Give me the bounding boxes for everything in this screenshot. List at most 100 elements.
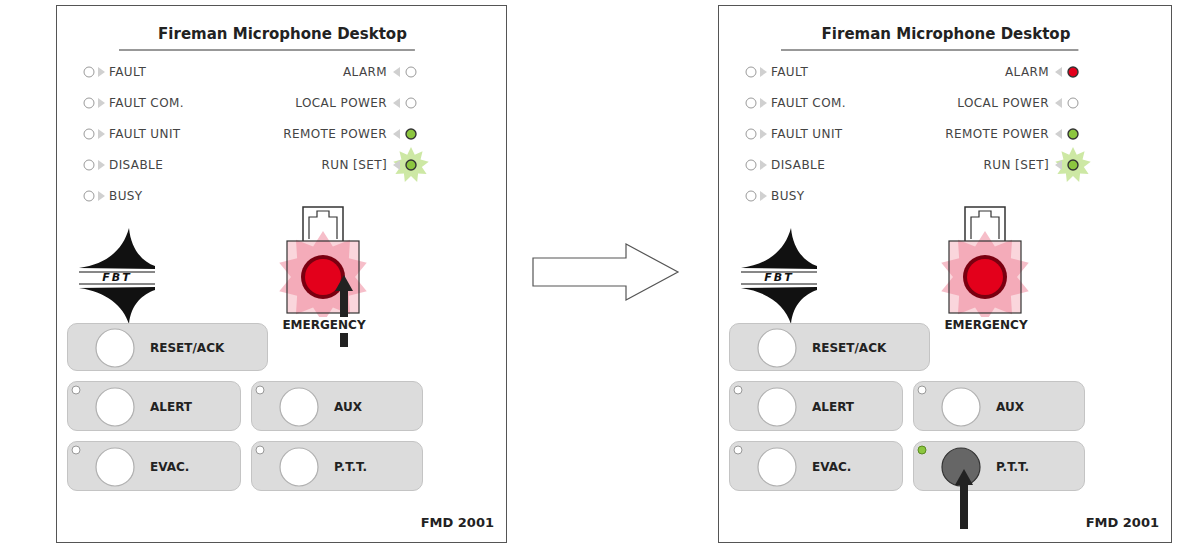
status-led xyxy=(406,129,416,139)
indicator-label: RUN [SET] xyxy=(984,157,1049,173)
push-button xyxy=(96,329,134,367)
status-led xyxy=(1068,129,1078,139)
led-pointer xyxy=(760,67,767,77)
status-led xyxy=(1068,67,1078,77)
emergency-button: EMERGENCY xyxy=(273,201,373,341)
function-button: AUX xyxy=(251,381,423,431)
button-housing xyxy=(949,241,1021,313)
status-led xyxy=(746,98,756,108)
indicator-label: REMOTE POWER xyxy=(283,126,387,142)
button-label: EVAC. xyxy=(150,459,189,475)
button-label: RESET/ACK xyxy=(150,340,224,356)
indicator-label: REMOTE POWER xyxy=(945,126,1049,142)
button-ring xyxy=(301,255,345,299)
led-pointer xyxy=(1055,129,1062,139)
title-rule xyxy=(781,50,1078,51)
push-button xyxy=(758,329,796,367)
button-label: EMERGENCY xyxy=(281,317,366,333)
status-led xyxy=(84,191,94,201)
button-cap xyxy=(305,259,341,295)
status-led xyxy=(746,67,756,77)
button-led xyxy=(256,446,264,454)
indicator-label: BUSY xyxy=(771,188,805,204)
button-cap xyxy=(967,259,1003,295)
title-rule xyxy=(119,50,415,51)
logo-swoosh xyxy=(741,287,817,324)
push-button xyxy=(96,388,134,426)
push-button xyxy=(758,388,796,426)
status-led xyxy=(406,98,416,108)
brand-logo: FBT xyxy=(102,273,131,283)
hollow-arrow xyxy=(533,244,678,300)
status-led xyxy=(1068,160,1078,170)
button-label: AUX xyxy=(334,399,362,415)
indicator-label: FAULT COM. xyxy=(771,95,846,111)
push-button xyxy=(942,388,980,426)
button-ring xyxy=(963,255,1007,299)
led-glow xyxy=(1055,147,1090,182)
function-button: AUX xyxy=(913,381,1085,431)
led-pointer xyxy=(98,129,105,139)
push-button xyxy=(280,388,318,426)
led-pointer xyxy=(760,160,767,170)
button-label: ALERT xyxy=(812,399,854,415)
function-button: ALERT xyxy=(729,381,903,431)
indicator-label: FAULT COM. xyxy=(109,95,184,111)
indicator-label: LOCAL POWER xyxy=(295,95,387,111)
function-button: RESET/ACK xyxy=(729,323,930,371)
indicator-label: FAULT xyxy=(109,64,146,80)
function-button: EVAC. xyxy=(67,441,241,491)
function-button: EVAC. xyxy=(729,441,903,491)
function-button: P.T.T. xyxy=(913,441,1085,491)
logo-swoosh xyxy=(79,287,155,324)
button-label: P.T.T. xyxy=(334,459,367,475)
indicator-label: DISABLE xyxy=(771,157,825,173)
button-label: ALERT xyxy=(150,399,192,415)
led-pointer xyxy=(1055,98,1062,108)
model-number: FMD 2001 xyxy=(1086,514,1159,532)
alarm-glow xyxy=(279,231,366,323)
push-button xyxy=(280,448,318,486)
status-led xyxy=(84,98,94,108)
indicator-label: FAULT xyxy=(771,64,808,80)
led-pointer xyxy=(393,160,400,170)
microphone-panel: Fireman Microphone DesktopFMD 2001 EMERGE… xyxy=(718,5,1172,543)
led-glow xyxy=(393,147,428,182)
indicator-label: DISABLE xyxy=(109,157,163,173)
status-led xyxy=(746,129,756,139)
button-led xyxy=(256,386,264,394)
button-led xyxy=(734,446,742,454)
alarm-glow xyxy=(941,231,1028,323)
status-led xyxy=(406,67,416,77)
emergency-button: EMERGENCY xyxy=(935,201,1035,341)
press-arrow xyxy=(335,275,353,347)
led-pointer xyxy=(1055,160,1062,170)
led-pointer xyxy=(760,129,767,139)
led-pointer xyxy=(98,191,105,201)
indicator-label: ALARM xyxy=(1005,64,1049,80)
function-button: P.T.T. xyxy=(251,441,423,491)
led-pointer xyxy=(393,129,400,139)
microphone-panel: Fireman Microphone DesktopFMD 2001EMERGE… xyxy=(56,5,507,543)
button-label: P.T.T. xyxy=(996,459,1029,475)
led-pointer xyxy=(760,98,767,108)
press-arrow xyxy=(955,469,973,529)
button-led xyxy=(918,386,926,394)
indicator-label: BUSY xyxy=(109,188,143,204)
button-led xyxy=(734,386,742,394)
push-button xyxy=(96,448,134,486)
button-label: RESET/ACK xyxy=(812,340,886,356)
function-button: RESET/ACK xyxy=(67,323,268,371)
panel-title: Fireman Microphone Desktop xyxy=(822,25,1071,43)
led-pointer xyxy=(98,67,105,77)
logo-swoosh xyxy=(79,228,155,269)
button-label: AUX xyxy=(996,399,1024,415)
status-led xyxy=(84,67,94,77)
button-led xyxy=(918,446,926,454)
status-led xyxy=(84,129,94,139)
led-pointer xyxy=(393,67,400,77)
logo-rule xyxy=(741,284,817,285)
led-pointer xyxy=(760,191,767,201)
led-pointer xyxy=(1055,67,1062,77)
